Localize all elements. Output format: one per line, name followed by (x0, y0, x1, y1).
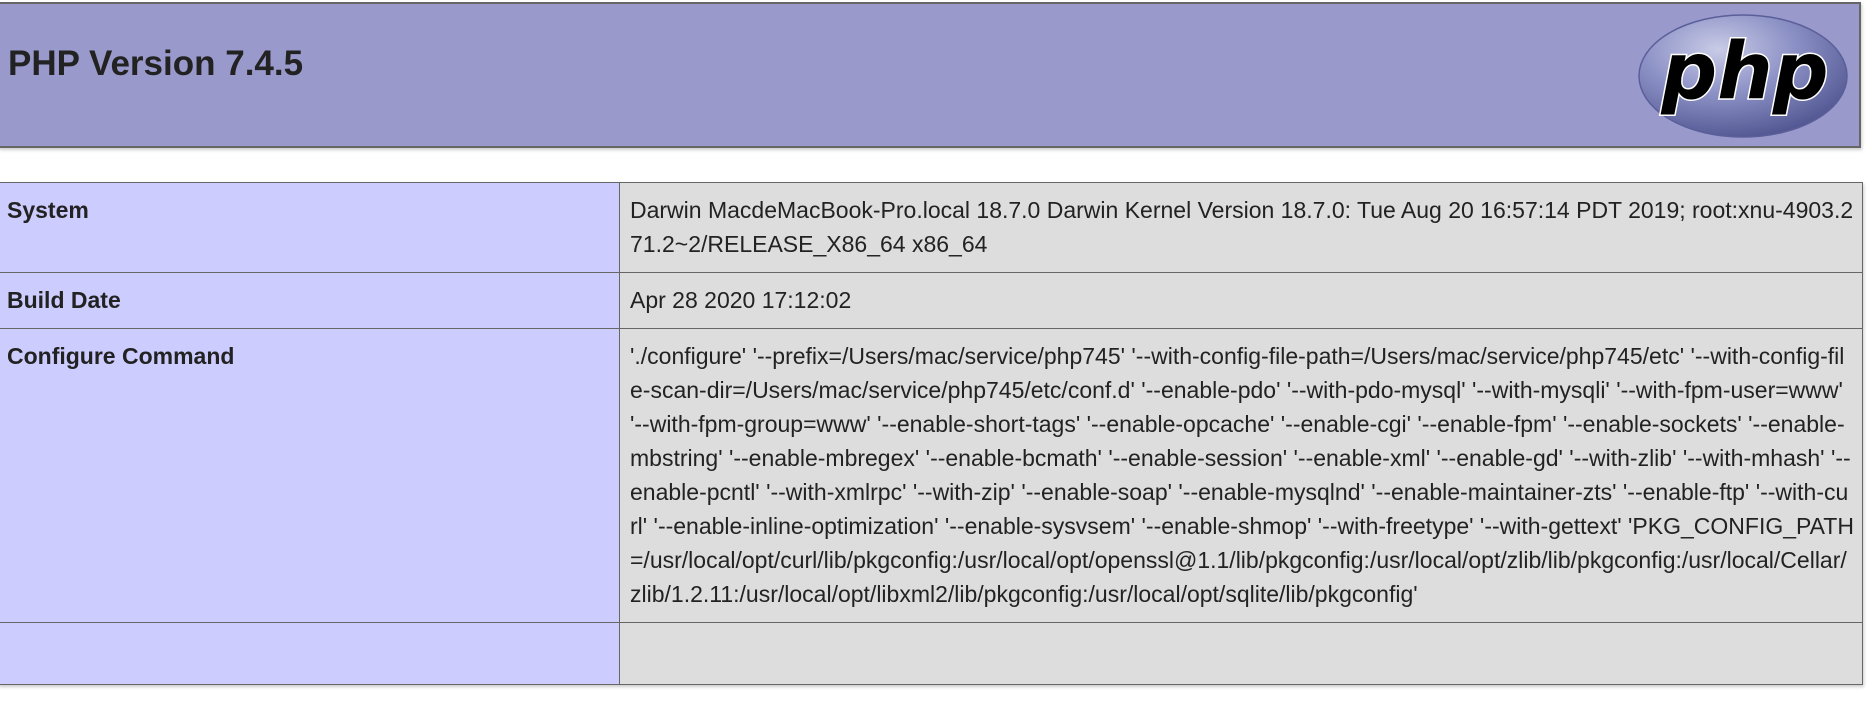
phpinfo-header: PHP Version 7.4.5 php (0, 2, 1861, 148)
table-row: System Darwin MacdeMacBook-Pro.local 18.… (0, 182, 1863, 273)
table-row (0, 622, 1863, 685)
row-value-partial (619, 622, 1863, 685)
php-logo-icon[interactable]: php (1637, 12, 1849, 140)
table-row: Build Date Apr 28 2020 17:12:02 (0, 272, 1863, 329)
row-key-build-date: Build Date (0, 272, 620, 329)
row-key-configure-command: Configure Command (0, 328, 620, 623)
table-row: Configure Command './configure' '--prefi… (0, 328, 1863, 623)
row-key-partial (0, 622, 620, 685)
row-value-configure-command: './configure' '--prefix=/Users/mac/servi… (619, 328, 1863, 623)
row-value-system: Darwin MacdeMacBook-Pro.local 18.7.0 Dar… (619, 182, 1863, 273)
row-value-build-date: Apr 28 2020 17:12:02 (619, 272, 1863, 329)
page-title: PHP Version 7.4.5 (8, 44, 304, 83)
row-key-system: System (0, 182, 620, 273)
system-info-table: System Darwin MacdeMacBook-Pro.local 18.… (0, 182, 1863, 685)
php-logo-text: php (1660, 27, 1828, 117)
